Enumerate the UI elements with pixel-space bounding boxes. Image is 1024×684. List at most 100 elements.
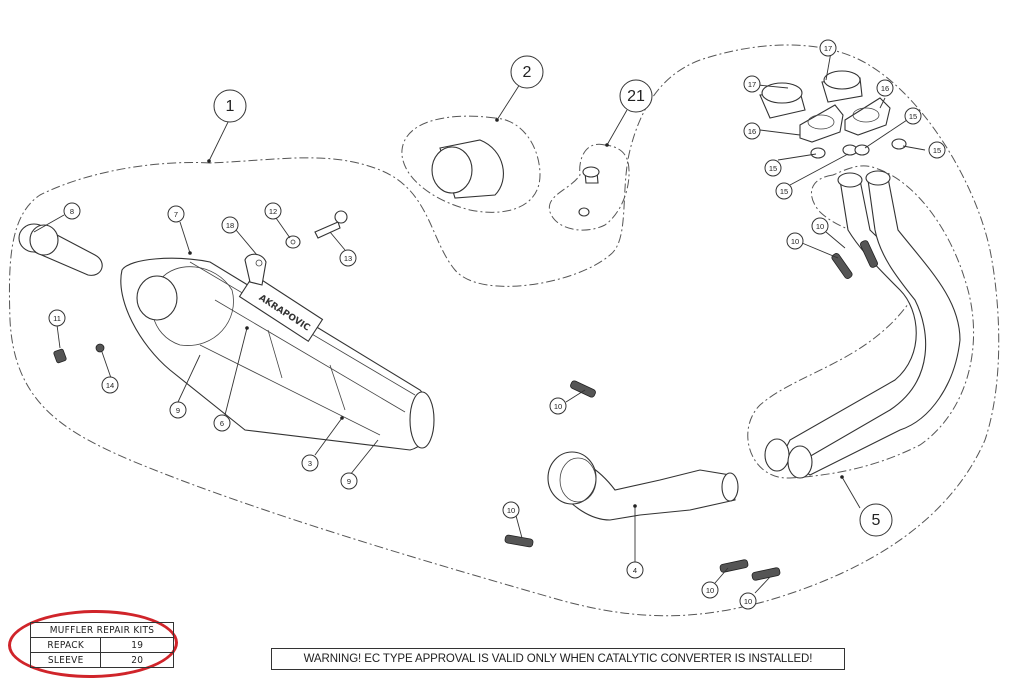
link-pipe-part — [547, 451, 739, 521]
balloon-label: 10 — [706, 586, 714, 595]
callout-balloon-11: 11 — [48, 309, 66, 327]
callout-balloon-3: 3 — [301, 454, 319, 472]
callout-balloon-9: 9 — [169, 401, 187, 419]
callout-balloon-9: 9 — [340, 472, 358, 490]
callout-balloon-12: 12 — [264, 202, 282, 220]
balloon-label: 15 — [780, 187, 788, 196]
callout-balloon-2: 2 — [510, 55, 544, 89]
balloon-circle — [764, 159, 782, 177]
balloon-label: 15 — [909, 112, 917, 121]
balloon-circle — [819, 39, 837, 57]
balloon-label: 7 — [174, 210, 178, 219]
balloon-label: 18 — [226, 221, 234, 230]
group-outline-21 — [548, 143, 630, 231]
balloon-circle — [811, 217, 829, 235]
callout-balloon-10: 10 — [701, 581, 719, 599]
muffler-part: AKRAPOVIC — [120, 257, 435, 451]
balloon-label: 8 — [70, 207, 74, 216]
kit-number: 19 — [100, 637, 174, 653]
header-pipes-part — [764, 170, 961, 479]
washer-part — [285, 235, 301, 249]
balloon-label: 9 — [176, 406, 180, 415]
balloon-circle — [619, 79, 653, 113]
balloon-circle — [221, 216, 239, 234]
balloon-circle — [167, 205, 185, 223]
callout-balloon-1: 1 — [213, 89, 247, 123]
callout-balloon-10: 10 — [811, 217, 829, 235]
callout-balloon-14: 14 — [101, 376, 119, 394]
balloon-label: 16 — [881, 84, 889, 93]
balloon-circle — [101, 376, 119, 394]
balloon-circle — [859, 503, 893, 537]
spring-parts — [504, 240, 878, 581]
callout-balloon-15: 15 — [928, 141, 946, 159]
balloon-circle — [48, 309, 66, 327]
balloon-label: 12 — [269, 207, 277, 216]
balloon-label: 10 — [816, 222, 824, 231]
callout-balloon-4: 4 — [626, 561, 644, 579]
balloon-circle — [701, 581, 719, 599]
flange-parts — [799, 97, 891, 143]
callout-balloon-17: 17 — [819, 39, 837, 57]
bolt-part — [314, 210, 348, 239]
balloon-label: 13 — [344, 254, 352, 263]
balloon-circle — [63, 202, 81, 220]
balloon-label: 4 — [633, 566, 637, 575]
leader-dots — [188, 118, 844, 508]
db-killer-part — [18, 223, 103, 276]
nut-part — [95, 343, 105, 353]
warning-notice: WARNING! EC TYPE APPROVAL IS VALID ONLY … — [271, 648, 845, 670]
balloon-label: 14 — [106, 381, 114, 390]
balloon-circle — [340, 472, 358, 490]
balloon-label: 21 — [627, 88, 645, 105]
callout-balloon-6: 6 — [213, 414, 231, 432]
callout-balloon-16: 16 — [743, 122, 761, 140]
gasket-parts — [759, 70, 863, 119]
callout-balloon-18: 18 — [221, 216, 239, 234]
balloon-circle — [786, 232, 804, 250]
callout-balloon-15: 15 — [764, 159, 782, 177]
callout-balloon-21: 21 — [619, 79, 653, 113]
balloon-label: 3 — [308, 459, 312, 468]
balloon-circle — [264, 202, 282, 220]
balloon-label: 10 — [791, 237, 799, 246]
kit-number: 20 — [100, 652, 174, 668]
balloon-circle — [339, 249, 357, 267]
balloon-label: 10 — [507, 506, 515, 515]
balloon-circle — [743, 75, 761, 93]
balloon-circle — [743, 122, 761, 140]
bracket-part — [244, 253, 267, 286]
balloon-circle — [502, 501, 520, 519]
screw-part — [53, 348, 67, 364]
balloon-label: 1 — [226, 98, 235, 115]
callout-balloon-10: 10 — [786, 232, 804, 250]
balloon-label: 9 — [347, 477, 351, 486]
balloon-label: 16 — [748, 127, 756, 136]
balloon-label: 10 — [744, 597, 752, 606]
balloon-label: 5 — [872, 512, 881, 529]
balloon-label: 11 — [53, 314, 61, 323]
part-balloons: 1221534678991010101010101112131415151515… — [48, 39, 946, 610]
table-row: REPACK 19 — [29, 637, 174, 653]
balloon-circle — [626, 561, 644, 579]
callout-balloon-13: 13 — [339, 249, 357, 267]
balloon-label: 2 — [523, 64, 532, 81]
balloon-label: 17 — [824, 44, 832, 53]
balloon-circle — [739, 592, 757, 610]
callout-balloon-10: 10 — [739, 592, 757, 610]
balloon-circle — [928, 141, 946, 159]
callout-balloon-17: 17 — [743, 75, 761, 93]
table-row: SLEEVE 20 — [29, 652, 174, 668]
kit-name: SLEEVE — [29, 652, 102, 668]
leader-lines — [33, 51, 926, 594]
callout-balloon-5: 5 — [859, 503, 893, 537]
group-outline-2 — [401, 115, 541, 213]
balloon-circle — [301, 454, 319, 472]
group-outline-1 — [8, 44, 1000, 617]
callout-balloon-15: 15 — [904, 107, 922, 125]
balloon-label: 6 — [220, 419, 224, 428]
balloon-label: 15 — [933, 146, 941, 155]
callout-balloon-10: 10 — [549, 397, 567, 415]
sensor-plug-part — [578, 166, 600, 217]
repair-kits-table: MUFFLER REPAIR KITS REPACK 19 SLEEVE 20 — [29, 622, 174, 668]
